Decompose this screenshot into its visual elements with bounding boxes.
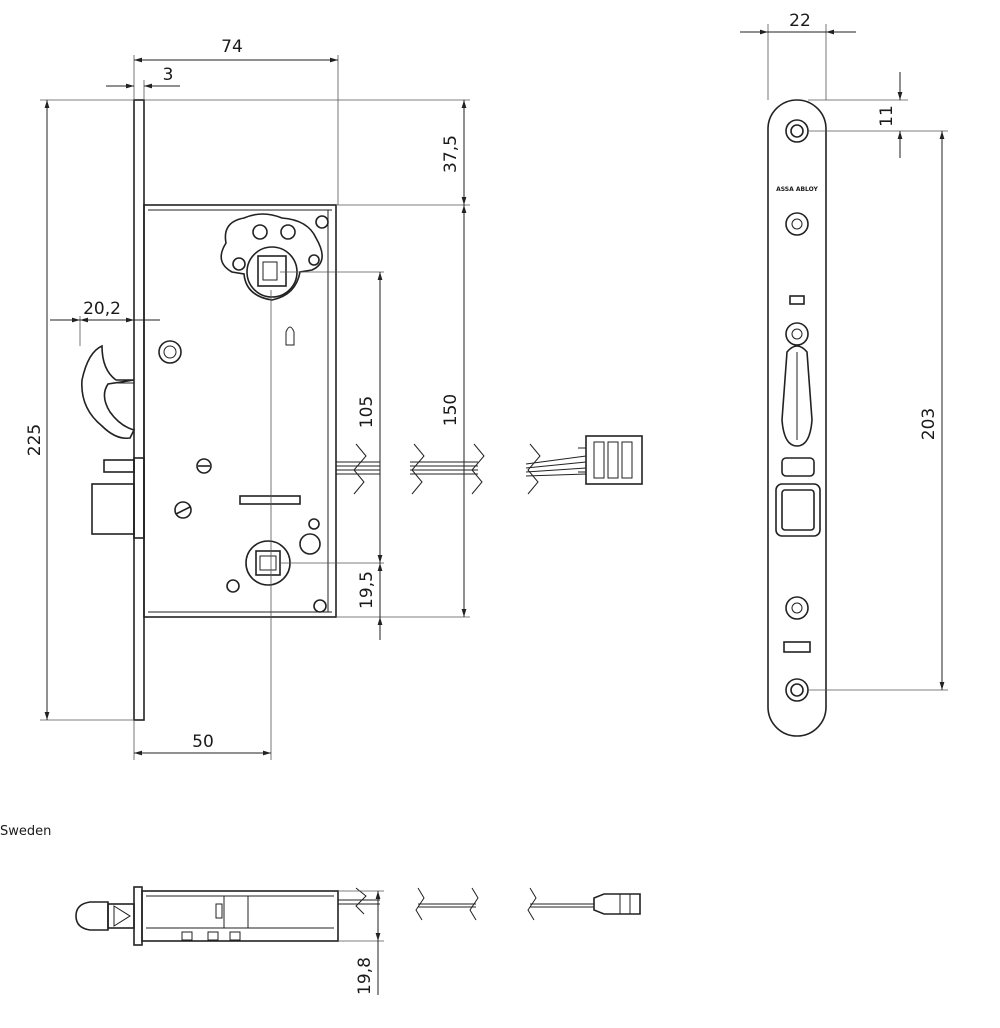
dim-backset: 50 — [192, 732, 214, 752]
front-view: 74 3 225 37,5 150 105 19,5 20,2 — [25, 37, 643, 760]
dim-overall-height: 225 — [25, 424, 45, 456]
faceplate-view: ASSA ABLOY 22 11 203 — [740, 11, 948, 737]
dim-faceplate-thickness: 3 — [163, 65, 174, 85]
origin-fragment: Sweden — [0, 824, 51, 839]
dim-hook-throw: 20,2 — [83, 299, 121, 319]
hook-bolt — [81, 344, 136, 440]
dim-screw-spacing: 203 — [919, 408, 939, 440]
dim-top-offset: 37,5 — [441, 135, 461, 173]
front-faceplate — [133, 99, 145, 721]
latch-bolt — [91, 483, 135, 535]
faceplate-top-screw — [785, 119, 809, 143]
lock-case — [143, 204, 337, 618]
brand-mark: ASSA ABLOY — [776, 186, 818, 193]
dim-screw-offset: 11 — [877, 105, 897, 127]
dim-case-depth: 74 — [221, 37, 243, 57]
dim-follower-to-cylinder: 105 — [357, 396, 377, 428]
faceplate-bottom-screw — [785, 678, 809, 702]
dim-case-width: 19,8 — [355, 957, 375, 995]
dim-cylinder-to-bottom: 19,5 — [357, 571, 377, 609]
dim-case-height: 150 — [441, 394, 461, 426]
case-screw-hole — [158, 340, 182, 364]
faceplate — [767, 99, 827, 737]
top-view: 19,8 — [75, 886, 641, 995]
wire-connector — [578, 435, 643, 485]
dim-faceplate-width: 22 — [789, 11, 811, 31]
follower-hub — [220, 213, 323, 301]
faceplate-latch-opening — [775, 483, 821, 537]
faceplate-hook-slot — [781, 345, 813, 447]
top-view-case — [141, 890, 339, 942]
wire-harness — [336, 443, 587, 495]
